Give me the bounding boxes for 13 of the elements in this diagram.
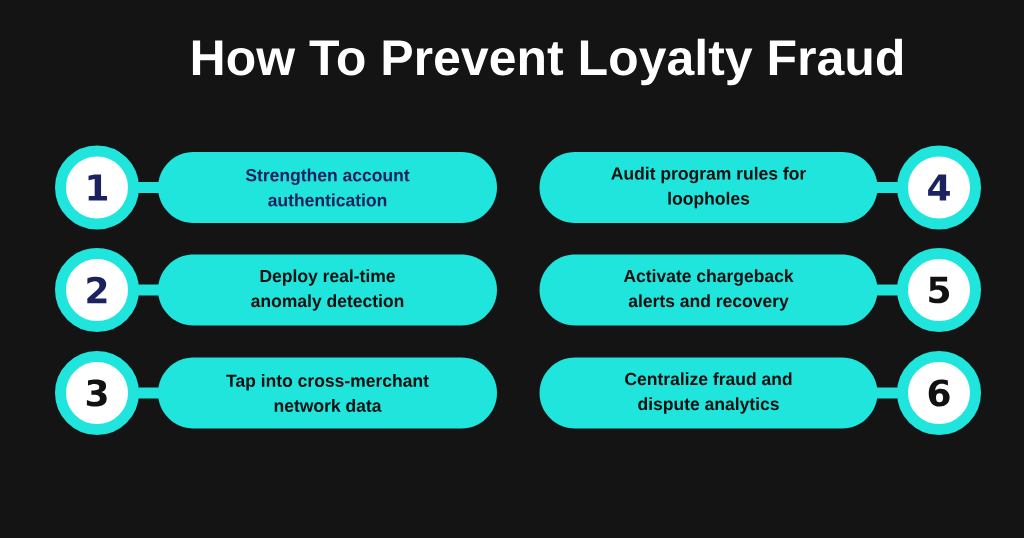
- title: How To Prevent Loyalty Fraud: [192, 38, 903, 86]
- step-pill: Deploy real-time anomaly detection: [158, 254, 497, 326]
- step-pill: Tap into cross-merchant network data: [158, 357, 497, 429]
- connector-bar: [876, 284, 899, 296]
- step-pill: Strengthen account authentication: [158, 152, 497, 223]
- connector-bar: [876, 387, 899, 399]
- connector-bar: [137, 284, 160, 296]
- connector-bar: [876, 182, 899, 193]
- connector-bar: [137, 387, 160, 399]
- step-pill: Centralize fraud and dispute analytics: [539, 357, 878, 429]
- step-pill: Activate chargeback alerts and recovery: [539, 254, 878, 326]
- connector-bar: [137, 182, 160, 193]
- step-pill: Audit program rules for loopholes: [539, 152, 878, 223]
